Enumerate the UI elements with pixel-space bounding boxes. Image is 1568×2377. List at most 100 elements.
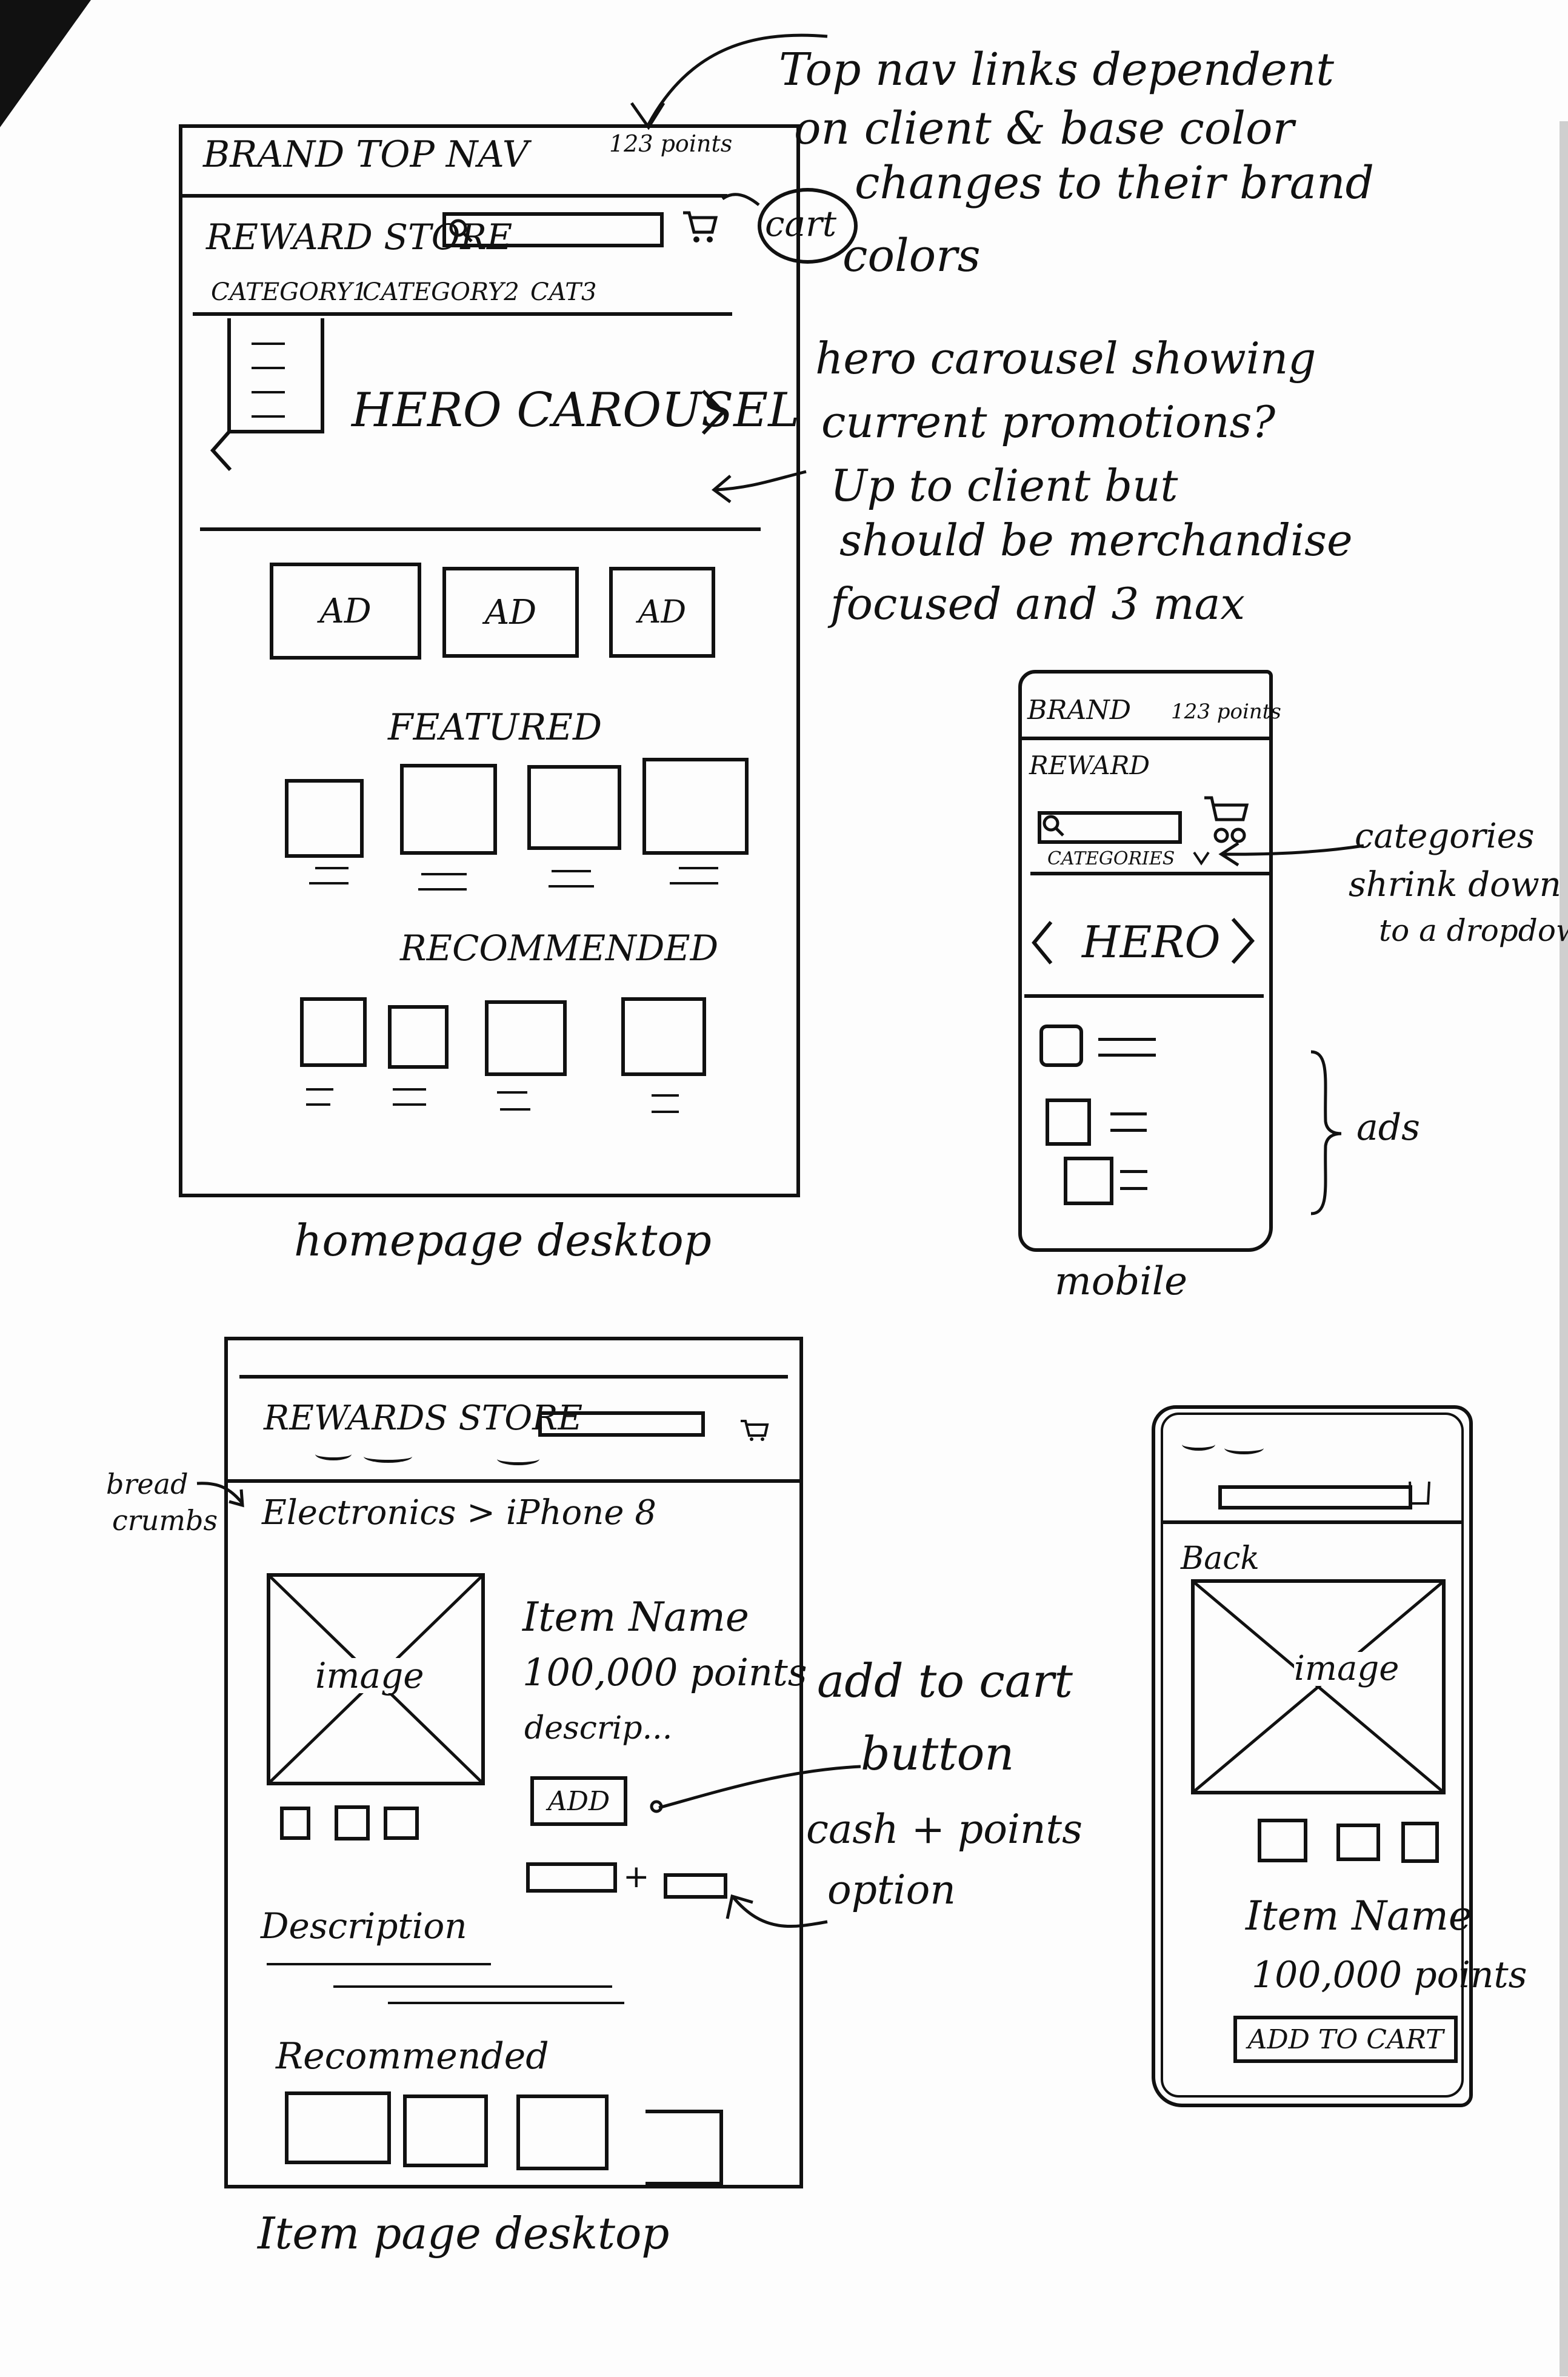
product-caption-line	[315, 867, 349, 869]
ad-label: AD	[638, 594, 687, 630]
hero-note-line: focused and 3 max	[830, 578, 1245, 629]
image-thumbnail[interactable]	[335, 1805, 370, 1840]
item-mobile-frame	[1152, 1405, 1473, 2107]
recommended-product-thumb[interactable]	[485, 1000, 567, 1076]
featured-product-thumb[interactable]	[527, 765, 621, 850]
mobile-product-image-placeholder	[1191, 1579, 1446, 1794]
brand-top-nav-label: BRAND TOP NAV	[203, 133, 529, 176]
product-caption-line	[309, 882, 349, 884]
hero-text-line	[252, 391, 285, 393]
top-nav-note-line: on client & base color	[794, 102, 1294, 155]
back-link[interactable]: Back	[1181, 1540, 1259, 1577]
item-points: 100,000 points	[522, 1650, 807, 1694]
homepage-desktop-caption: homepage desktop	[294, 1215, 712, 1266]
mobile-categories-dropdown[interactable]: CATEGORIES	[1047, 848, 1175, 869]
mobile-nav-scribble[interactable]	[1224, 1442, 1264, 1454]
recommended-product-thumb[interactable]	[388, 1005, 449, 1069]
ad-slot[interactable]: AD	[609, 567, 715, 658]
mobile-item-points: 100,000 points	[1252, 1954, 1527, 1996]
add-button-label: ADD	[547, 1785, 610, 1817]
image-thumbnail[interactable]	[384, 1807, 419, 1840]
nav-link-scribble[interactable]	[497, 1453, 539, 1465]
mobile-item-divider	[1161, 1520, 1464, 1524]
category-1-link[interactable]: CATEGORY1	[211, 278, 368, 306]
featured-product-thumb[interactable]	[285, 779, 364, 858]
product-image-placeholder	[267, 1573, 485, 1785]
mobile-item-search-input[interactable]	[1218, 1485, 1412, 1509]
hero-divider	[200, 527, 761, 531]
product-caption-line	[306, 1088, 333, 1091]
hero-note-line: hero carousel showing	[815, 333, 1316, 384]
chevron-left-icon[interactable]	[1030, 918, 1055, 967]
categories-note-line: shrink down	[1349, 865, 1561, 904]
breadcrumb[interactable]: Electronics > iPhone 8	[262, 1493, 656, 1533]
mobile-image-thumbnail[interactable]	[1336, 1824, 1380, 1861]
mobile-brand-label: BRAND	[1027, 695, 1132, 726]
mobile-item-name: Item Name	[1246, 1893, 1472, 1939]
category-3-link[interactable]: CAT3	[530, 278, 597, 306]
recommended-product-thumb[interactable]	[300, 997, 367, 1067]
mobile-search-input[interactable]	[1038, 811, 1182, 844]
item-search-input[interactable]	[538, 1411, 705, 1437]
product-caption-line	[418, 888, 467, 891]
mobile-ad-thumb[interactable]	[1046, 1098, 1091, 1146]
description-heading: Description	[261, 1905, 467, 1947]
nav-divider	[193, 312, 732, 316]
ad-slot[interactable]: AD	[442, 567, 579, 658]
hero-text-line	[252, 367, 285, 369]
recommended-product-thumb[interactable]	[403, 2095, 488, 2167]
cart-icon[interactable]	[739, 1417, 770, 1442]
mobile-ad-line	[1098, 1054, 1156, 1057]
recommended-product-thumb[interactable]	[516, 2095, 609, 2170]
cart-icon[interactable]	[1203, 794, 1255, 846]
product-caption-line	[497, 1091, 527, 1094]
chevron-right-icon[interactable]	[700, 388, 727, 436]
mobile-points-label: 123 points	[1171, 700, 1281, 724]
image-label: image	[315, 1655, 424, 1696]
add-to-cart-label: ADD TO CART	[1247, 2024, 1444, 2055]
mobile-nav-scribble[interactable]	[1182, 1438, 1215, 1451]
top-nav-divider	[179, 194, 727, 198]
points-input[interactable]	[664, 1873, 727, 1899]
nav-link-scribble[interactable]	[315, 1448, 352, 1460]
chevron-left-icon[interactable]	[209, 427, 233, 473]
mobile-ad-thumb[interactable]	[1039, 1025, 1083, 1067]
cart-annotation: cart	[765, 203, 837, 244]
cart-icon[interactable]	[682, 209, 718, 246]
cash-input[interactable]	[526, 1862, 617, 1893]
description-line	[333, 1985, 612, 1988]
chevron-right-icon[interactable]	[1229, 915, 1256, 967]
featured-product-thumb[interactable]	[400, 764, 497, 855]
product-caption-line	[652, 1111, 679, 1113]
breadcrumbs-note-line: bread	[106, 1468, 188, 1500]
mobile-ad-line	[1110, 1112, 1147, 1115]
mobile-image-thumbnail[interactable]	[1258, 1819, 1307, 1862]
annotation-arrow	[1218, 841, 1364, 867]
search-input[interactable]	[442, 212, 664, 247]
mobile-ad-thumb[interactable]	[1064, 1157, 1113, 1205]
image-thumbnail[interactable]	[280, 1807, 310, 1840]
recommended-product-thumb[interactable]	[285, 2091, 391, 2164]
mobile-top-divider	[1018, 737, 1273, 740]
mobile-frame	[1018, 670, 1273, 1252]
ad-label: AD	[319, 591, 372, 631]
add-button[interactable]: ADD	[530, 1776, 627, 1826]
nav-link-scribble[interactable]	[364, 1450, 412, 1463]
mobile-caption: mobile	[1055, 1259, 1187, 1304]
hero-product-image	[227, 318, 324, 433]
item-desktop-frame	[224, 1337, 803, 2188]
category-2-link[interactable]: CATEGORY2	[362, 278, 519, 306]
rewards-store-label: REWARDS STORE	[264, 1399, 583, 1438]
item-short-description: descrip...	[524, 1710, 673, 1747]
mobile-add-to-cart-button[interactable]: ADD TO CART	[1233, 2016, 1458, 2063]
annotation-arrow	[196, 1482, 244, 1508]
cart-icon[interactable]	[1407, 1479, 1432, 1508]
ad-slot[interactable]: AD	[270, 563, 421, 660]
product-caption-line	[552, 870, 591, 872]
featured-product-thumb[interactable]	[642, 758, 749, 855]
hero-note-line: Up to client but	[830, 460, 1178, 511]
recommended-product-thumb[interactable]	[646, 2110, 723, 2185]
recommended-product-thumb[interactable]	[621, 997, 706, 1076]
points-label: 123 points	[609, 130, 733, 157]
mobile-image-thumbnail[interactable]	[1401, 1822, 1439, 1863]
